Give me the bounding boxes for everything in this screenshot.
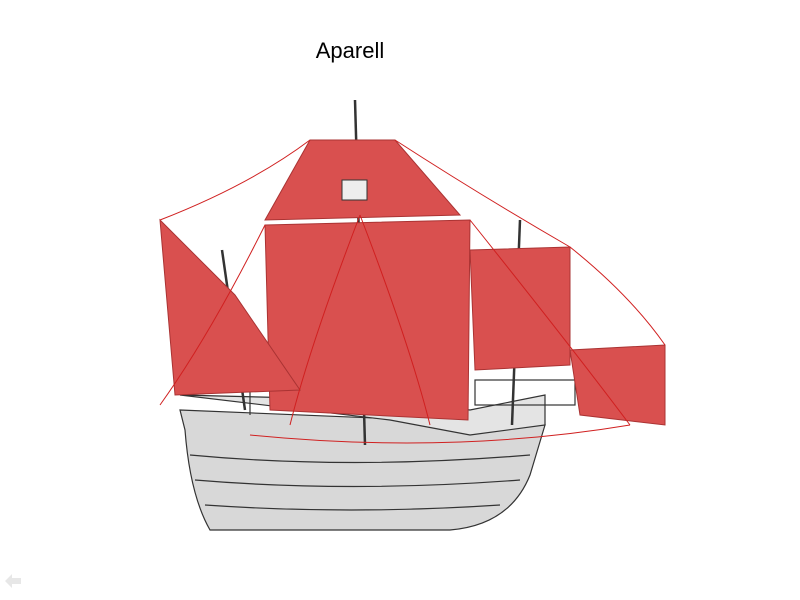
slide-title: Aparell bbox=[315, 38, 385, 63]
sails bbox=[159, 139, 666, 426]
rigging bbox=[159, 139, 666, 444]
ship-illustration bbox=[159, 99, 666, 531]
spritsail bbox=[569, 344, 666, 426]
fore-sail bbox=[469, 246, 571, 371]
back-arrow-icon[interactable] bbox=[5, 574, 21, 588]
crows-nest bbox=[341, 179, 368, 201]
